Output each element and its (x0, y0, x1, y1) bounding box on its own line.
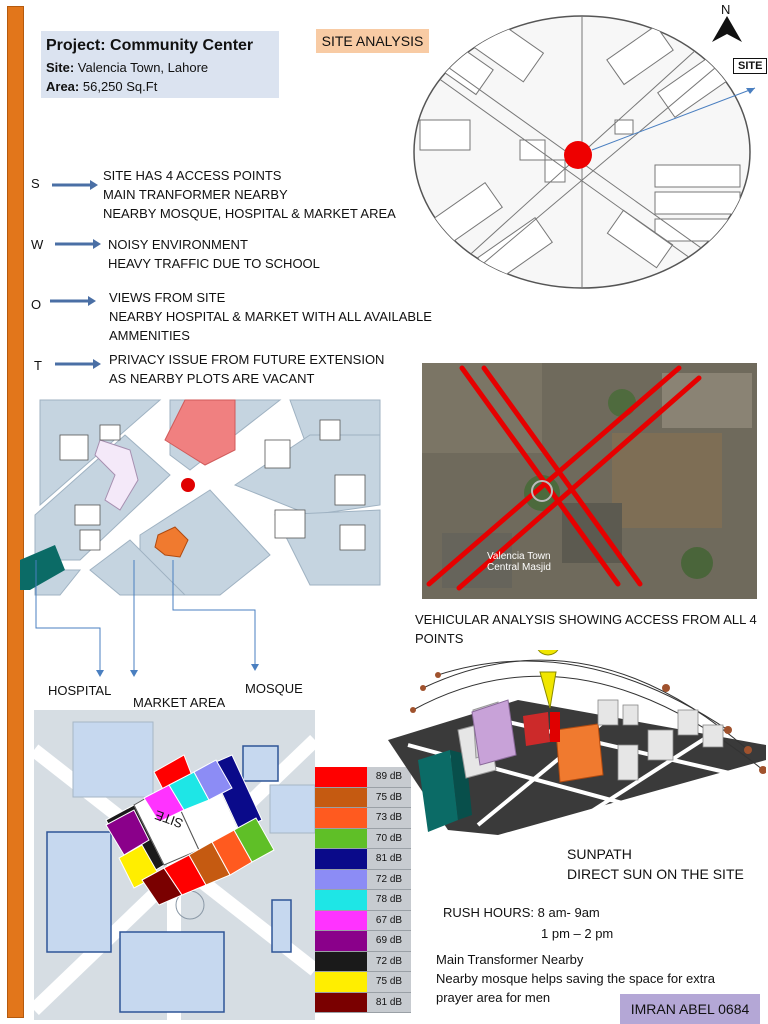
aerial-map-text: Valencia Town Central Masjid (487, 551, 551, 573)
area-value: 56,250 Sq.Ft (82, 79, 158, 94)
legend-swatch (315, 890, 367, 910)
legend-swatch (315, 869, 367, 889)
swot-letter-s: S (31, 176, 40, 191)
note-line: Nearby mosque helps saving the space for… (436, 971, 715, 986)
aerial-satellite-image (422, 363, 757, 599)
site-analysis-heading: SITE ANALYSIS (316, 29, 429, 53)
legend-value: 70 dB (367, 828, 411, 848)
swot-letter-o: O (31, 297, 42, 312)
rush-hours-line2: 1 pm – 2 pm (541, 926, 614, 941)
swot-line: AMMENITIES (109, 328, 190, 343)
swot-line: VIEWS FROM SITE (109, 290, 226, 305)
swot-line: SITE HAS 4 ACCESS POINTS (103, 168, 282, 183)
site-tag: SITE (733, 58, 768, 74)
legend-swatch (315, 992, 367, 1012)
legend-row: 69 dB (315, 931, 411, 952)
legend-value: 81 dB (367, 992, 411, 1012)
site-notes: Main Transformer Nearby Nearby mosque he… (436, 950, 715, 1007)
legend-swatch (315, 787, 367, 807)
swot-letter-w: W (31, 237, 44, 252)
swot-line: NEARBY MOSQUE, HOSPITAL & MARKET AREA (103, 206, 396, 221)
legend-row: 78 dB (315, 890, 411, 911)
swot-strengths: SITE HAS 4 ACCESS POINTS MAIN TRANFORMER… (103, 166, 396, 223)
mosque-label: MOSQUE (245, 681, 303, 696)
note-line: prayer area for men (436, 990, 551, 1005)
legend-swatch (315, 808, 367, 828)
swot-line: NOISY ENVIRONMENT (108, 237, 248, 252)
swot-line: AS NEARBY PLOTS ARE VACANT (109, 371, 315, 386)
noise-site-diagram: SITE (34, 710, 315, 1020)
legend-row: 73 dB (315, 808, 411, 829)
legend-value: 78 dB (367, 890, 411, 910)
legend-value: 75 dB (367, 787, 411, 807)
circular-site-map (413, 15, 756, 289)
legend-value: 72 dB (367, 951, 411, 971)
market-area-label: MARKET AREA (133, 695, 226, 710)
legend-value: 75 dB (367, 972, 411, 992)
legend-value: 73 dB (367, 808, 411, 828)
arrow-right-icon (50, 296, 96, 306)
caption-line: VEHICULAR ANALYSIS SHOWING ACCESS FROM A… (415, 612, 757, 627)
legend-swatch (315, 951, 367, 971)
aerial-map-text-line: Central Masjid (487, 562, 551, 573)
sunpath-subtitle: DIRECT SUN ON THE SITE (567, 866, 744, 882)
project-title: Project: Community Center (46, 37, 254, 54)
swot-line: PRIVACY ISSUE FROM FUTURE EXTENSION (109, 352, 385, 367)
legend-swatch (315, 910, 367, 930)
legend-swatch (315, 767, 367, 787)
arrow-right-icon (55, 359, 101, 369)
legend-value: 81 dB (367, 849, 411, 869)
site-value: Valencia Town, Lahore (77, 60, 209, 75)
note-line: Main Transformer Nearby (436, 952, 584, 967)
legend-row: 67 dB (315, 910, 411, 931)
swot-line: MAIN TRANFORMER NEARBY (103, 187, 288, 202)
arrow-right-icon (52, 180, 98, 190)
legend-value: 67 dB (367, 910, 411, 930)
legend-row: 70 dB (315, 828, 411, 849)
swot-line: HEAVY TRAFFIC DUE TO SCHOOL (108, 256, 320, 271)
legend-value: 69 dB (367, 931, 411, 951)
project-info-box: Project: Community Center Site: Valencia… (41, 31, 279, 98)
swot-line: NEARBY HOSPITAL & MARKET WITH ALL AVAILA… (109, 309, 432, 324)
swot-weaknesses: NOISY ENVIRONMENT HEAVY TRAFFIC DUE TO S… (108, 235, 320, 273)
arrow-right-icon (55, 239, 101, 249)
sunpath-caption: SUNPATH (567, 844, 632, 864)
site-label: Site: (46, 60, 75, 75)
legend-swatch (315, 828, 367, 848)
legend-swatch (315, 972, 367, 992)
legend-row: 81 dB (315, 992, 411, 1013)
legend-row: 75 dB (315, 787, 411, 808)
north-arrow-icon (712, 16, 742, 42)
project-area-line: Area: 56,250 Sq.Ft (46, 79, 157, 94)
swot-threats: PRIVACY ISSUE FROM FUTURE EXTENSION AS N… (109, 350, 384, 388)
callout-leader-lines (35, 560, 259, 677)
north-label: N (721, 2, 731, 17)
vehicular-analysis-caption: VEHICULAR ANALYSIS SHOWING ACCESS FROM A… (415, 610, 757, 648)
rush-hours-line1: RUSH HOURS: 8 am- 9am (443, 905, 600, 920)
sunpath-3d-model (388, 650, 766, 835)
legend-swatch (315, 849, 367, 869)
hospital-label: HOSPITAL (48, 683, 112, 698)
side-accent-bar (7, 6, 24, 1018)
legend-value: 72 dB (367, 869, 411, 889)
legend-row: 89 dB (315, 767, 411, 788)
project-site-line: Site: Valencia Town, Lahore (46, 60, 208, 75)
legend-row: 75 dB (315, 972, 411, 993)
swot-opportunities: VIEWS FROM SITE NEARBY HOSPITAL & MARKET… (109, 288, 432, 345)
context-block-map (20, 399, 385, 596)
sunpath-title: SUNPATH (567, 846, 632, 862)
noise-level-legend: 89 dB 75 dB 73 dB 70 dB 81 dB 72 dB 78 d… (315, 767, 411, 1013)
swot-letter-t: T (34, 358, 42, 373)
caption-line: POINTS (415, 631, 464, 646)
legend-value: 89 dB (367, 767, 411, 787)
legend-row: 72 dB (315, 951, 411, 972)
legend-row: 81 dB (315, 849, 411, 870)
legend-swatch (315, 931, 367, 951)
legend-row: 72 dB (315, 869, 411, 890)
area-label: Area: (46, 79, 80, 94)
aerial-map-text-line: Valencia Town (487, 551, 551, 562)
author-name-box: IMRAN ABEL 0684 (620, 994, 760, 1024)
